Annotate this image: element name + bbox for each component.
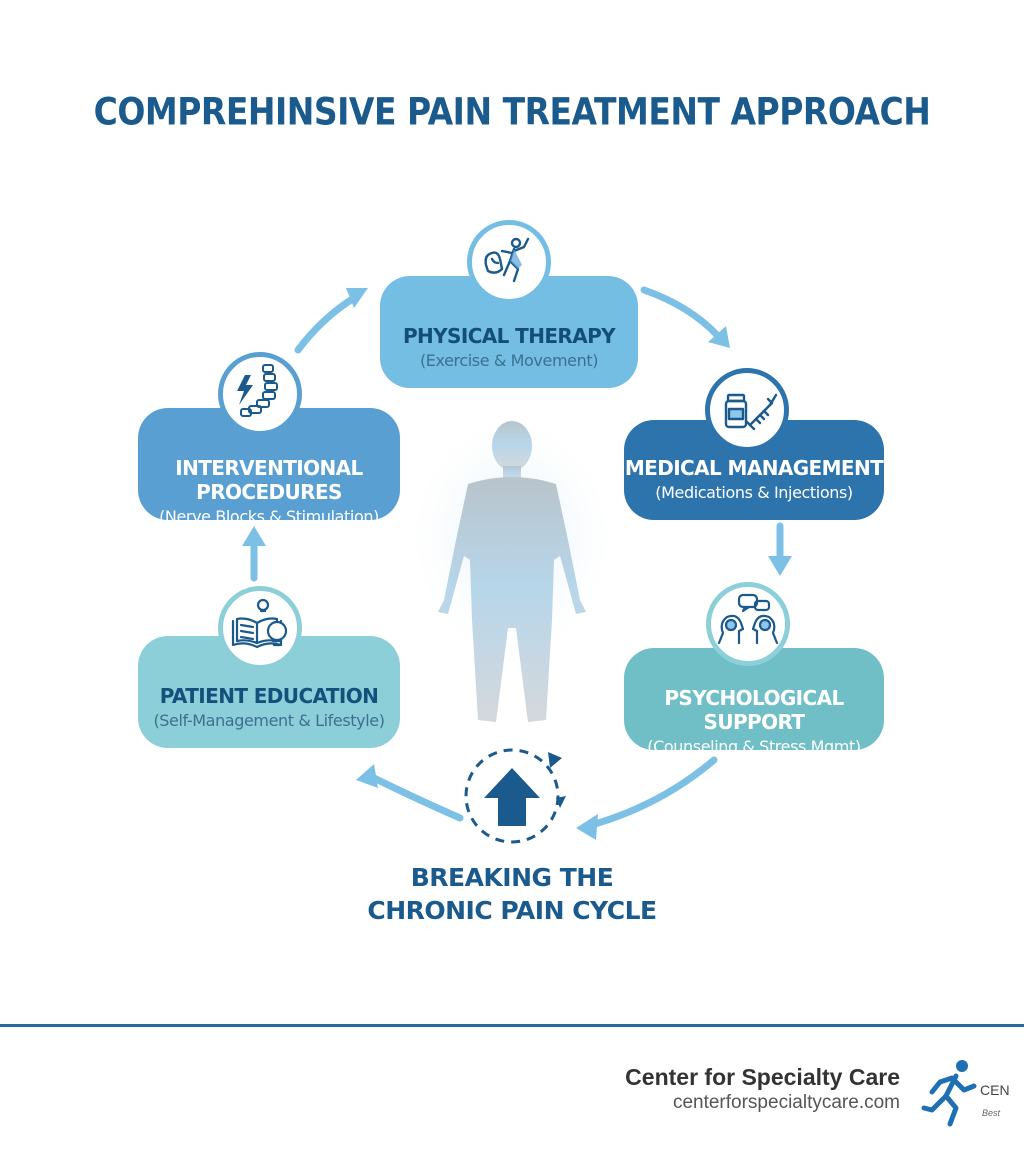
node-physical-therapy: PHYSICAL THERAPY (Exercise & Movement) [380, 276, 638, 388]
arrow-ps-to-cycle [584, 756, 718, 830]
human-body-silhouette [438, 421, 586, 722]
exercise-icon [467, 220, 551, 304]
arrow-pt-to-mm [640, 286, 722, 340]
footer-divider [0, 1024, 1024, 1027]
arrow-cycle-to-pe [366, 772, 464, 822]
node-title: MEDICAL MANAGEMENT [624, 456, 884, 480]
logo-tagline: Best [982, 1108, 1001, 1118]
node-title: PSYCHOLOGICAL SUPPORT [664, 686, 844, 734]
arrow-ip-to-pt [294, 294, 358, 354]
runner-logo-icon [921, 1060, 977, 1127]
node-title: INTERVENTIONAL PROCEDURES [175, 456, 363, 504]
footer-brand-name: Center for Specialty Care [625, 1064, 900, 1090]
up-arrow-cycle-icon [464, 748, 566, 844]
brand-logo: CEN Best [920, 1052, 1024, 1132]
spine-nerve-icon [218, 352, 302, 436]
node-subtitle: (Nerve Blocks & Stimulation) [159, 507, 379, 526]
counseling-heads-icon [706, 582, 790, 666]
node-subtitle: (Medications & Injections) [655, 483, 853, 502]
node-title: PHYSICAL THERAPY [402, 324, 616, 348]
book-lightbulb-icon [218, 586, 302, 670]
node-title: PATIENT EDUCATION [159, 684, 379, 708]
node-subtitle: (Counseling & Stress Mgmt) [647, 737, 861, 756]
logo-text: CEN [980, 1082, 1010, 1098]
cycle-label-line2: CHRONIC PAIN CYCLE [367, 896, 657, 925]
node-medical-management: MEDICAL MANAGEMENT (Medications & Inject… [624, 420, 884, 520]
node-subtitle: (Self-Management & Lifestyle) [153, 711, 385, 730]
cycle-label-line1: BREAKING THE [410, 863, 614, 892]
footer-brand-url: centerforspecialtycare.com [672, 1092, 900, 1113]
medication-syringe-icon [705, 368, 789, 452]
arrow-heads [242, 288, 792, 840]
page-title: COMPREHINSIVE PAIN TREATMENT APPROACH [93, 89, 931, 134]
node-subtitle: (Exercise & Movement) [419, 351, 599, 370]
cycle-arrows [250, 286, 784, 830]
